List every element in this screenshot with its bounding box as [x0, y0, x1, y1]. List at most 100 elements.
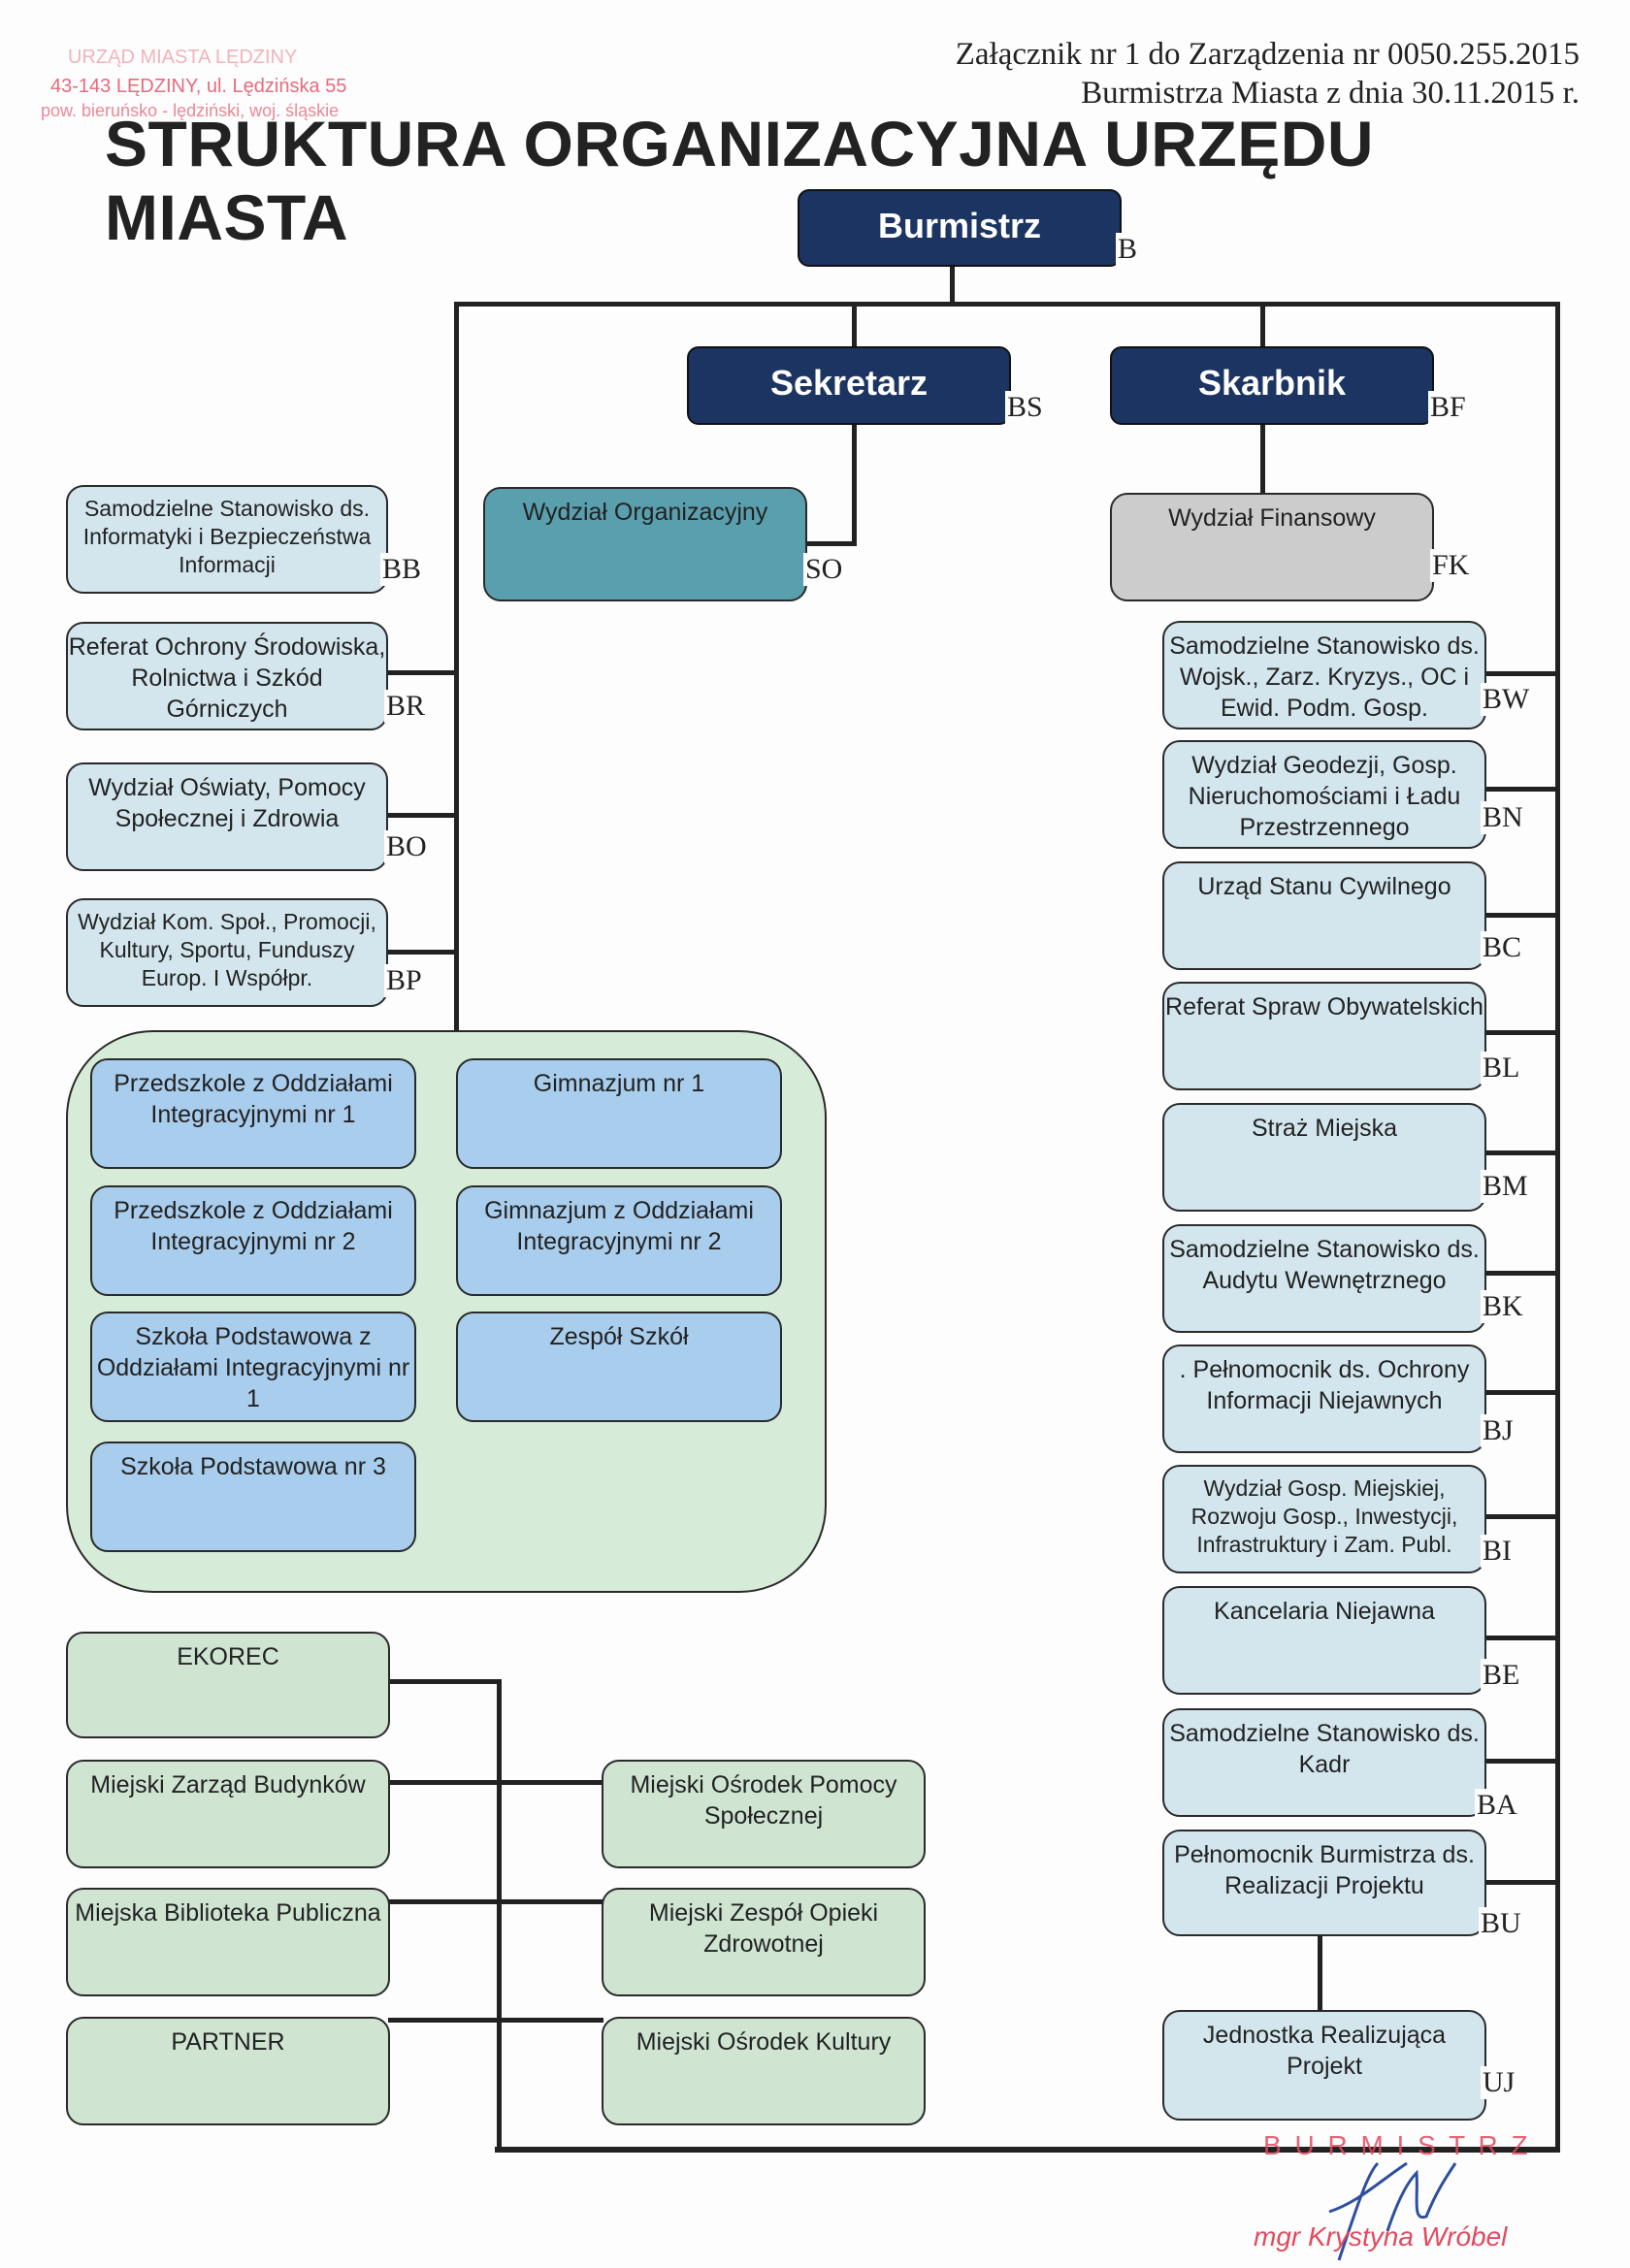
right-unit-be[interactable]: Kancelaria Niejawna [1162, 1586, 1486, 1695]
right-unit-bm[interactable]: Straż Miejska [1162, 1103, 1486, 1212]
right-unit-label: Referat Spraw Obywatelskich [1165, 993, 1483, 1021]
connector-bu-uj [1318, 1933, 1322, 2011]
connector-bottom-horizontal [495, 2147, 1560, 2153]
signature-role: B U R M I S T R Z [1263, 2130, 1531, 2160]
right-unit-code: BL [1481, 1052, 1522, 1085]
burmistrz-code: B [1116, 233, 1140, 266]
connector-bl [1483, 1030, 1558, 1035]
right-unit-label: Wydział Geodezji, Gosp. Nieruchomościami… [1188, 752, 1461, 841]
right-unit-bn[interactable]: Wydział Geodezji, Gosp. Nieruchomościami… [1162, 740, 1486, 849]
wydzial-finansowy-box[interactable]: Wydział Finansowy [1110, 493, 1434, 601]
stamp-line-1: URZĄD MIASTA LĘDZINY [68, 47, 298, 68]
connector-top-horizontal [454, 302, 1560, 307]
school-box[interactable]: Przedszkole z Oddziałami Integracyjnymi … [90, 1185, 416, 1296]
right-unit-bj[interactable]: . Pełnomocnik ds. Ochrony Informacji Nie… [1162, 1345, 1486, 1453]
right-unit-bu[interactable]: Pełnomocnik Burmistrza ds. Realizacji Pr… [1162, 1830, 1486, 1936]
school-label: Zespół Szkół [549, 1323, 689, 1350]
right-unit-bc[interactable]: Urząd Stanu Cywilnego [1162, 861, 1486, 970]
municipal-unit-box[interactable]: Miejski Ośrodek Pomocy Społecznej [602, 1760, 926, 1868]
left-unit-br[interactable]: Referat Ochrony Środowiska, Rolnictwa i … [66, 622, 388, 730]
left-unit-bb[interactable]: Samodzielne Stanowisko ds. Informatyki i… [66, 485, 388, 594]
right-unit-label: Urząd Stanu Cywilnego [1197, 873, 1451, 900]
connector-to-skarbnik [1260, 302, 1265, 348]
connector-sekretarz-wo [852, 423, 857, 545]
skarbnik-code: BF [1428, 391, 1468, 424]
right-unit-label: Samodzielne Stanowisko ds. Audytu Wewnęt… [1169, 1236, 1480, 1294]
stamp-line-3: pow. bieruńsko - lędziński, woj. śląskie [41, 101, 340, 120]
wydzial-organizacyjny-box[interactable]: Wydział Organizacyjny [483, 487, 807, 601]
annex-line-1: Załącznik nr 1 do Zarządzenia nr 0050.25… [955, 37, 1580, 72]
right-unit-code: BC [1481, 931, 1524, 964]
right-unit-code: BU [1479, 1907, 1523, 1940]
right-unit-label: Kancelaria Niejawna [1214, 1598, 1435, 1625]
connector-wo-horizontal [805, 541, 857, 546]
connector-burmistrz-down [950, 264, 955, 306]
connector-to-sekretarz [852, 302, 857, 348]
right-unit-code: BW [1481, 683, 1532, 716]
connector-mzb-mops [388, 1780, 603, 1785]
school-box[interactable]: Szkoła Podstawowa nr 3 [90, 1442, 416, 1552]
left-unit-code: BB [380, 553, 424, 586]
connector-municipal-vertical [497, 1679, 502, 2151]
school-label: Przedszkole z Oddziałami Integracyjnymi … [114, 1197, 393, 1255]
municipal-unit-box[interactable]: Miejska Biblioteka Publiczna [66, 1888, 390, 1996]
connector-bc [1483, 913, 1558, 918]
municipal-unit-box[interactable]: Miejski Ośrodek Kultury [602, 2017, 926, 2125]
signature-name: mgr Krystyna Wróbel [1254, 2221, 1508, 2252]
left-unit-code: BO [384, 830, 429, 863]
sekretarz-box[interactable]: Sekretarz [687, 346, 1011, 425]
municipal-unit-label: Miejska Biblioteka Publiczna [75, 1899, 381, 1927]
right-unit-bi[interactable]: Wydział Gosp. Miejskiej, Rozwoju Gosp., … [1162, 1465, 1486, 1573]
connector-bp [388, 950, 456, 955]
burmistrz-label: Burmistrz [877, 206, 1042, 245]
connector-bm [1483, 1150, 1558, 1155]
connector-be [1483, 1636, 1558, 1640]
municipal-unit-label: EKOREC [177, 1643, 279, 1670]
municipal-unit-box[interactable]: EKOREC [66, 1632, 390, 1738]
right-unit-bk[interactable]: Samodzielne Stanowisko ds. Audytu Wewnęt… [1162, 1224, 1486, 1333]
right-unit-ba[interactable]: Samodzielne Stanowisko ds. Kadr [1162, 1708, 1486, 1817]
school-box[interactable]: Gimnazjum z Oddziałami Integracyjnymi nr… [456, 1185, 782, 1296]
connector-bj [1483, 1390, 1558, 1395]
skarbnik-box[interactable]: Skarbnik [1110, 346, 1434, 425]
school-label: Szkoła Podstawowa z Oddziałami Integracy… [96, 1323, 410, 1412]
left-unit-bo[interactable]: Wydział Oświaty, Pomocy Społecznej i Zdr… [66, 762, 388, 871]
page-title: STRUKTURA ORGANIZACYJNA URZĘDU MIASTA [105, 108, 1375, 253]
right-unit-label: Samodzielne Stanowisko ds. Kadr [1169, 1720, 1480, 1778]
municipal-unit-box[interactable]: Miejski Zarząd Budynków [66, 1760, 390, 1868]
annex-reference: Załącznik nr 1 do Zarządzenia nr 0050.25… [956, 35, 1580, 113]
municipal-unit-label: PARTNER [171, 2028, 285, 2056]
stamp-line-2: 43-143 LĘDZINY, ul. Lędzińska 55 [50, 76, 347, 97]
left-unit-label: Samodzielne Stanowisko ds. Informatyki i… [82, 496, 372, 577]
connector-ekorec [386, 1679, 501, 1684]
handwritten-signature-icon [1328, 2161, 1457, 2261]
school-box[interactable]: Gimnazjum nr 1 [456, 1058, 782, 1169]
sekretarz-code: BS [1005, 391, 1045, 424]
wydzial-finansowy-label: Wydział Finansowy [1168, 504, 1376, 532]
school-box[interactable]: Zespół Szkół [456, 1312, 782, 1422]
municipal-unit-box[interactable]: Miejski Zespół Opieki Zdrowotnej [602, 1888, 926, 1996]
right-unit-code: BI [1481, 1535, 1514, 1568]
right-unit-code: BN [1481, 801, 1525, 834]
school-box[interactable]: Przedszkole z Oddziałami Integracyjnymi … [90, 1058, 416, 1169]
left-unit-bp[interactable]: Wydział Kom. Społ., Promocji, Kultury, S… [66, 898, 388, 1007]
municipal-unit-label: Miejski Ośrodek Kultury [636, 2028, 892, 2056]
municipal-unit-label: Miejski Zarząd Budynków [90, 1771, 366, 1798]
municipal-unit-box[interactable]: PARTNER [66, 2017, 390, 2125]
connector-bo [388, 813, 456, 818]
connector-br [388, 670, 456, 675]
connector-mbp-mzoz [388, 1899, 603, 1904]
connector-right-vertical [1555, 302, 1560, 2151]
right-unit-bl[interactable]: Referat Spraw Obywatelskich [1162, 982, 1486, 1090]
burmistrz-box[interactable]: Burmistrz [798, 189, 1122, 267]
wydzial-finansowy-code: FK [1430, 549, 1472, 582]
right-unit-bw[interactable]: Samodzielne Stanowisko ds. Wojsk., Zarz.… [1162, 621, 1486, 729]
skarbnik-label: Skarbnik [1197, 363, 1347, 403]
project-unit-box[interactable]: Jednostka Realizująca Projekt [1162, 2010, 1486, 2121]
municipal-unit-label: Miejski Ośrodek Pomocy Społecznej [630, 1771, 897, 1830]
school-label: Szkoła Podstawowa nr 3 [120, 1453, 386, 1480]
project-unit-label: Jednostka Realizująca Projekt [1202, 2022, 1447, 2080]
right-unit-label: Wydział Gosp. Miejskiej, Rozwoju Gosp., … [1190, 1475, 1458, 1557]
municipal-unit-label: Miejski Zespół Opieki Zdrowotnej [648, 1899, 879, 1958]
school-box[interactable]: Szkoła Podstawowa z Oddziałami Integracy… [90, 1312, 416, 1422]
